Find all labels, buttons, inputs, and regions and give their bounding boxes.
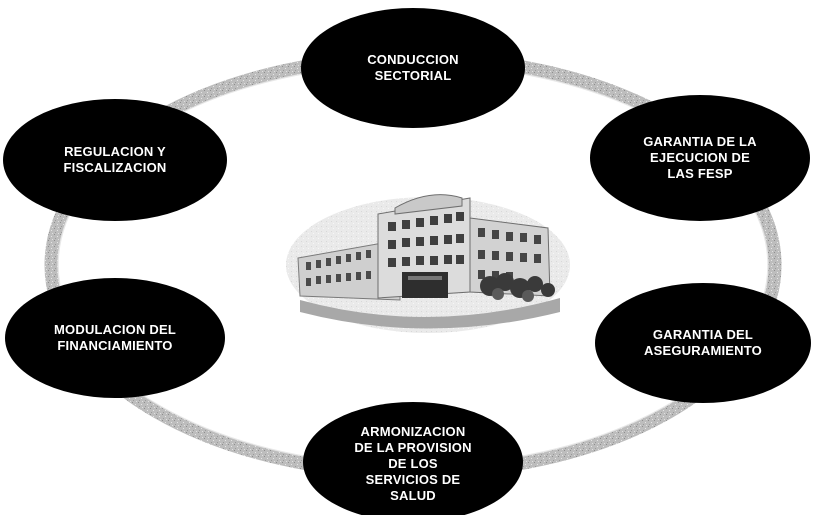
building-photo <box>286 194 570 333</box>
node-regulacion-fiscalizacion <box>3 99 227 221</box>
label-garantia-aseguramiento: GARANTIA DEL ASEGURAMIENTO <box>644 327 762 358</box>
node-armonizacion <box>303 402 523 515</box>
node-garantia-fesp <box>590 95 810 221</box>
label-modulacion-financiamiento: MODULACION DEL FINANCIAMIENTO <box>54 322 176 353</box>
node-conduccion-sectorial <box>301 8 525 128</box>
label-regulacion-fiscalizacion: REGULACION Y FISCALIZACION <box>63 144 167 175</box>
node-garantia-aseguramiento <box>595 283 811 403</box>
label-conduccion-sectorial: CONDUCCION SECTORIAL <box>367 52 459 83</box>
node-modulacion-financiamiento <box>5 278 225 398</box>
label-armonizacion: ARMONIZACION DE LA PROVISION DE LOS SERV… <box>354 424 472 503</box>
label-garantia-fesp: GARANTIA DE LA EJECUCION DE LAS FESP <box>643 134 757 181</box>
